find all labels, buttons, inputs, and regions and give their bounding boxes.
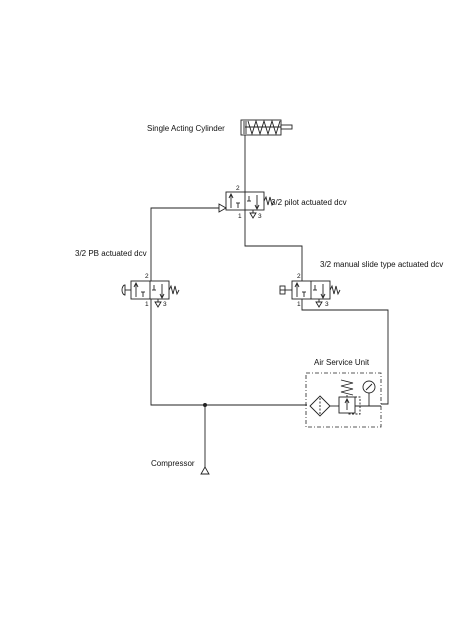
air-service-unit [305, 372, 382, 428]
air-service-unit-label: Air Service Unit [314, 358, 370, 367]
manual-port-2: 2 [297, 273, 301, 280]
pilot-port-1: 1 [238, 213, 242, 220]
pb-port-3: 3 [163, 301, 167, 308]
compressor-symbol [200, 403, 210, 475]
pb-valve-label: 3/2 PB actuated dcv [75, 249, 147, 258]
compressor-label: Compressor [151, 459, 195, 468]
manual-port-1: 1 [297, 301, 301, 308]
manual-port-3: 3 [325, 301, 329, 308]
manual-valve-label: 3/2 manual slide type actuated dcv [320, 260, 443, 269]
pilot-actuated-valve [218, 191, 275, 219]
pilot-port-2: 2 [236, 185, 240, 192]
pb-port-1: 1 [145, 301, 149, 308]
pilot-port-3: 3 [258, 213, 262, 220]
manual-slide-valve [279, 280, 341, 308]
single-acting-cylinder [240, 119, 293, 192]
pilot-valve-label: 3/2 pilot actuated dcv [271, 198, 347, 207]
push-button-valve [121, 280, 180, 308]
cylinder-label: Single Acting Cylinder [147, 124, 225, 133]
pb-port-2: 2 [145, 273, 149, 280]
